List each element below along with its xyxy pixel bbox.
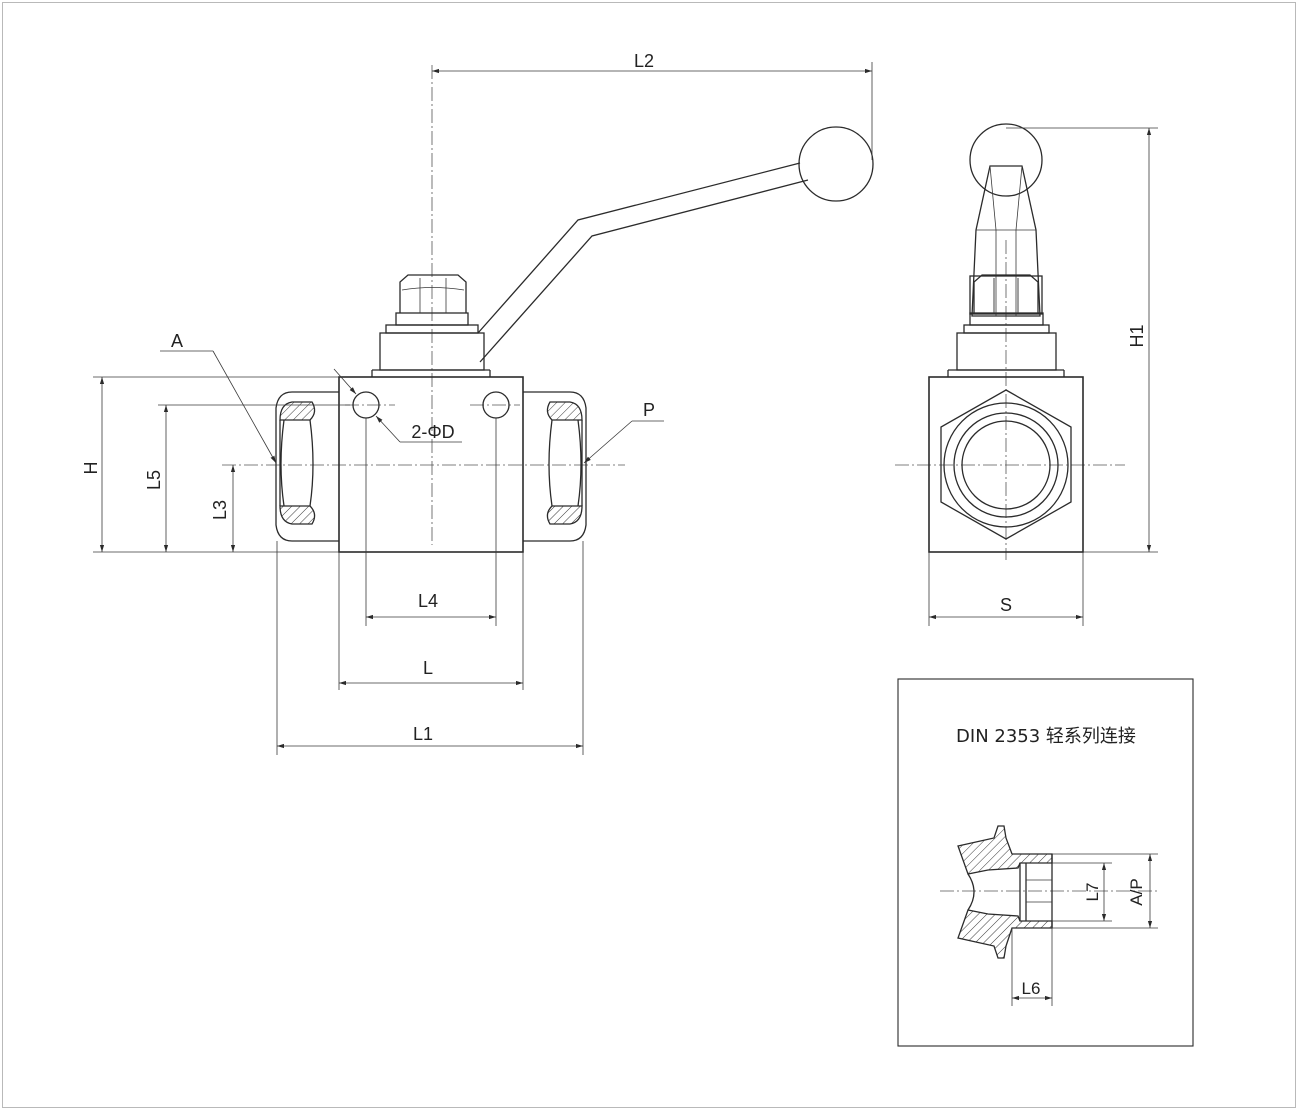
side-handle <box>969 123 1043 317</box>
dim-L7: L7 <box>1052 862 1112 922</box>
dim-L: L <box>338 552 524 690</box>
side-view <box>895 123 1125 560</box>
label-2-phi-d: 2-ΦD <box>411 422 454 442</box>
label-L2: L2 <box>634 51 654 71</box>
label-H: H <box>81 462 101 475</box>
leader-holes: 2-ΦD <box>333 368 462 443</box>
label-S: S <box>1000 595 1012 615</box>
label-L1: L1 <box>413 724 433 744</box>
label-L3: L3 <box>210 500 230 520</box>
side-body <box>928 376 1084 553</box>
label-H1: H1 <box>1127 324 1147 347</box>
label-AP: A/P <box>1127 878 1146 905</box>
dim-S: S <box>928 552 1084 626</box>
detail-bore-curve <box>967 873 975 911</box>
label-L4: L4 <box>418 591 438 611</box>
dim-L2: L2 <box>432 51 873 160</box>
label-P: P <box>643 400 655 420</box>
dim-L4: L4 <box>365 418 497 626</box>
side-stem <box>956 274 1057 371</box>
label-A: A <box>171 331 183 351</box>
port-bore-inner <box>961 420 1051 510</box>
label-L5: L5 <box>144 470 164 490</box>
dim-H1: H1 <box>1006 127 1158 553</box>
right-port <box>523 391 587 542</box>
leader-P: P <box>583 400 664 464</box>
dim-L3: L3 <box>210 465 236 552</box>
label-L: L <box>423 658 433 678</box>
dim-L6: L6 <box>1011 928 1053 1006</box>
left-port <box>275 391 339 542</box>
detail-box: DIN 2353 轻系列连接 <box>897 678 1194 1047</box>
lever-handle <box>477 126 874 363</box>
detail-section-upper <box>957 825 1053 875</box>
leader-A: A <box>160 331 277 464</box>
detail-title: DIN 2353 轻系列连接 <box>956 726 1136 747</box>
valve-body <box>338 376 524 553</box>
port-face-circle <box>943 402 1069 528</box>
dim-L5: L5 <box>144 404 350 552</box>
dim-L1: L1 <box>276 541 584 755</box>
label-L6: L6 <box>1022 979 1041 998</box>
port-bore-outer <box>953 412 1059 518</box>
detail-section-lower <box>957 909 1053 959</box>
dim-AP: A/P <box>1052 853 1158 929</box>
label-L7: L7 <box>1083 883 1102 902</box>
stem-assembly <box>379 274 485 371</box>
dim-H: H <box>81 376 339 553</box>
front-view <box>222 65 874 553</box>
hex-port-outline <box>940 389 1072 540</box>
